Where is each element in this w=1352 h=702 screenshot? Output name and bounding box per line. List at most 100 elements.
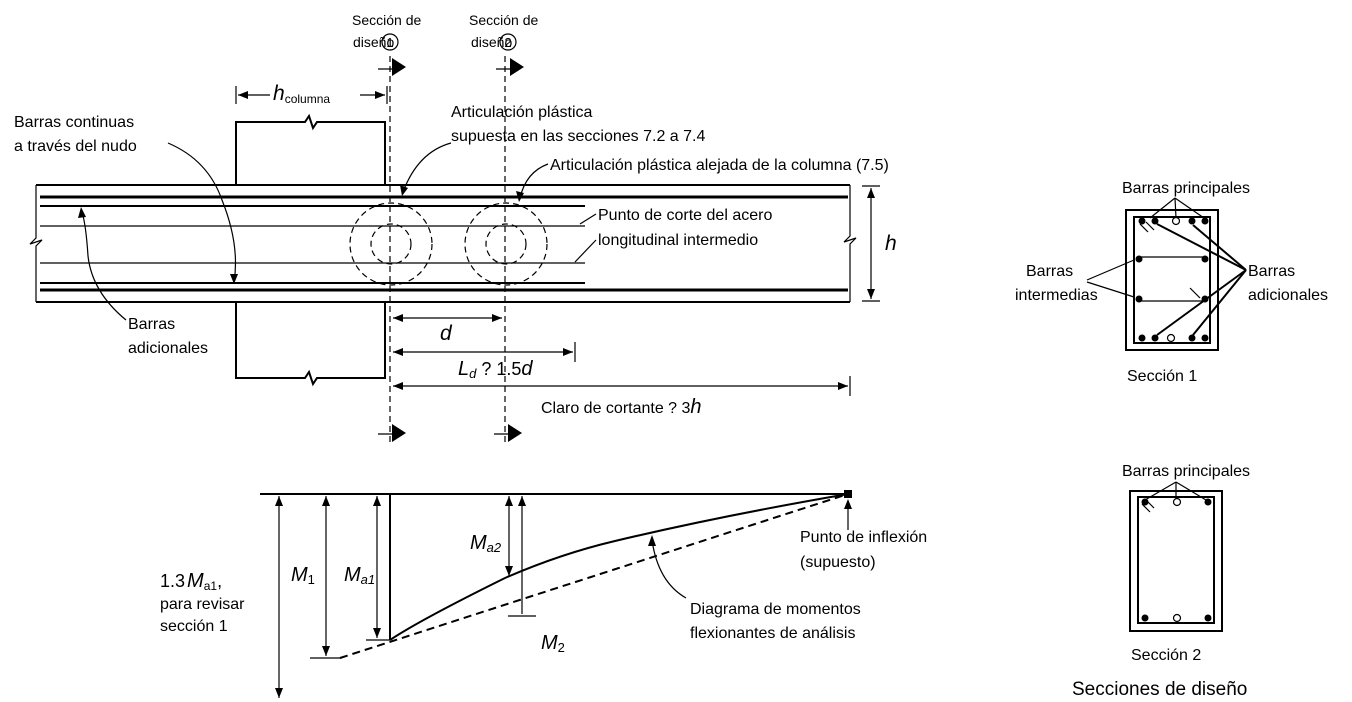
section1-intermediate-leader-2 <box>1086 281 1135 298</box>
section1-bottom-bar-4 <box>1188 334 1196 342</box>
section1-bottom-bar-5 <box>1201 334 1209 342</box>
section1-bottom-bar-2 <box>1151 334 1159 342</box>
column-bottom-outline <box>235 302 386 387</box>
section1-intermediate-leader-1 <box>1086 259 1135 281</box>
section-1-number-circle <box>381 33 399 51</box>
d-dimension-label: d <box>440 322 453 345</box>
section-2-label-line1: Sección de <box>469 12 538 28</box>
section1-top-bar-1 <box>1138 217 1146 225</box>
h-columna-label-bg <box>270 80 360 102</box>
section1-principal-label: Barras principales <box>1122 180 1250 197</box>
plastic-hinge-far-leader <box>519 163 549 199</box>
section1-outline <box>1125 209 1219 351</box>
section2-caption: Sección 2 <box>1131 647 1201 664</box>
shear-span-arrow-left <box>393 382 403 390</box>
h-dimension-arrow-bottom <box>867 289 875 299</box>
section1-hook-3 <box>1189 287 1201 299</box>
ma2-arrow-top <box>505 496 513 506</box>
analysis-moment-curve <box>389 493 849 641</box>
section1-mid-bar-3 <box>1135 295 1143 303</box>
section2-bottom-bar-2 <box>1172 613 1182 623</box>
section-1-label-line2: diseño <box>353 34 394 50</box>
section1-principal-leader-3 <box>1174 197 1205 219</box>
section-2-label-line2: diseño <box>471 34 512 50</box>
cross-section-2: Barras principales Sección 2 <box>1122 463 1250 664</box>
analysis-diagram-leader <box>651 539 687 599</box>
section2-bottom-bar-1 <box>1141 614 1149 622</box>
section-2-top-arrow <box>510 58 524 76</box>
section-2-number: 2 <box>504 35 511 50</box>
section2-top-bar-3 <box>1204 498 1212 506</box>
section1-additional-label-line2: adicionales <box>1248 287 1328 304</box>
ld-dimension-arrow-left <box>393 348 403 356</box>
ld-dimension-label: Ld ? 1.5d <box>458 358 533 381</box>
ma2-arrow-bottom <box>505 566 513 576</box>
section1-bottom-bar-3 <box>1166 333 1176 343</box>
section1-additional-leader-1 <box>1156 223 1247 271</box>
cut-point-leader-2 <box>574 239 597 263</box>
plastic-hinge-far-label: Articulación plástica alejada de la colu… <box>550 157 889 174</box>
section1-additional-leader-3 <box>1156 269 1247 336</box>
plastic-hinge-label-line1: Articulación plástica <box>451 104 593 121</box>
section1-hook-1 <box>1139 223 1149 233</box>
section1-hook-2 <box>1145 221 1155 231</box>
design-moment-envelope <box>339 493 849 659</box>
plastic-hinge-2-inner <box>485 223 527 265</box>
m13-label-line2: para revisar <box>160 596 245 613</box>
ld-dimension-arrow-right <box>563 348 573 356</box>
m1-arrow-bottom <box>322 646 330 656</box>
beam-left-break <box>29 185 43 302</box>
d-dimension-arrow-right <box>492 314 502 322</box>
h-dimension-arrow-top <box>867 188 875 198</box>
inflection-label-line2: (supuesto) <box>800 554 876 571</box>
section-1-bottom-arrow <box>392 424 406 442</box>
m1-arrow-top <box>322 496 330 506</box>
additional-bars-label-line2: adicionales <box>128 340 208 357</box>
section2-hook-1 <box>1141 503 1151 513</box>
m1-label: M1 <box>291 564 315 587</box>
h-dimension-label: h <box>885 232 897 255</box>
continuous-bars-arrow <box>230 274 238 284</box>
column: hcolumna <box>235 80 388 387</box>
plastic-hinge-1-outer <box>349 202 433 286</box>
m13-arrow-top <box>275 496 283 506</box>
m13-label-line3: sección 1 <box>160 618 228 635</box>
h-columna-arrow-left <box>238 91 248 99</box>
section2-bottom-bar-3 <box>1204 614 1212 622</box>
plastic-hinge-arrow <box>400 185 408 196</box>
section1-top-bar-2 <box>1151 217 1159 225</box>
section-marker-1: Sección de diseño 1 <box>352 12 421 442</box>
inflection-arrow <box>844 499 852 509</box>
section1-top-bar-5 <box>1201 217 1209 225</box>
analysis-diagram-label-line2: flexionantes de análisis <box>690 625 855 642</box>
section-1-label-line1: Sección de <box>352 12 421 28</box>
section-2-number-circle <box>499 33 517 51</box>
section1-caption: Sección 1 <box>1127 368 1197 385</box>
section1-intermediate-label-line1: Barras <box>1026 263 1073 280</box>
plastic-hinge-far-arrow <box>516 191 524 202</box>
section1-top-bar-3 <box>1171 216 1181 226</box>
beam-dimensions: d Ld ? 1.5d Claro de cortante ? 3h <box>393 314 851 418</box>
cut-point-leader-1 <box>579 213 597 225</box>
plastic-hinge-leader <box>402 142 452 193</box>
ma2-label: Ma2 <box>470 532 502 555</box>
beam: h <box>29 184 897 303</box>
ma1-arrow-bottom <box>373 628 381 638</box>
section2-top-bar-1 <box>1141 498 1149 506</box>
section1-additional-leader-2 <box>1192 224 1247 271</box>
beam-annotations: Barras continuas a través del nudo Artic… <box>14 104 889 357</box>
section-1-number: 1 <box>386 35 393 50</box>
ma1-label: Ma1 <box>344 564 375 587</box>
section-marker-2: Sección de diseño 2 <box>469 12 538 442</box>
ma1-arrow-top <box>373 496 381 506</box>
section2-stirrup <box>1137 496 1215 624</box>
column-top-outline <box>235 113 386 185</box>
continuous-bars-label-line2: a través del nudo <box>14 138 137 155</box>
additional-bars-leader <box>81 211 127 321</box>
section-1-top-arrow <box>392 58 406 76</box>
plastic-hinge-label-line2: supuesta en las secciones 7.2 a 7.4 <box>451 128 705 145</box>
additional-bars-label-line1: Barras <box>128 316 175 333</box>
